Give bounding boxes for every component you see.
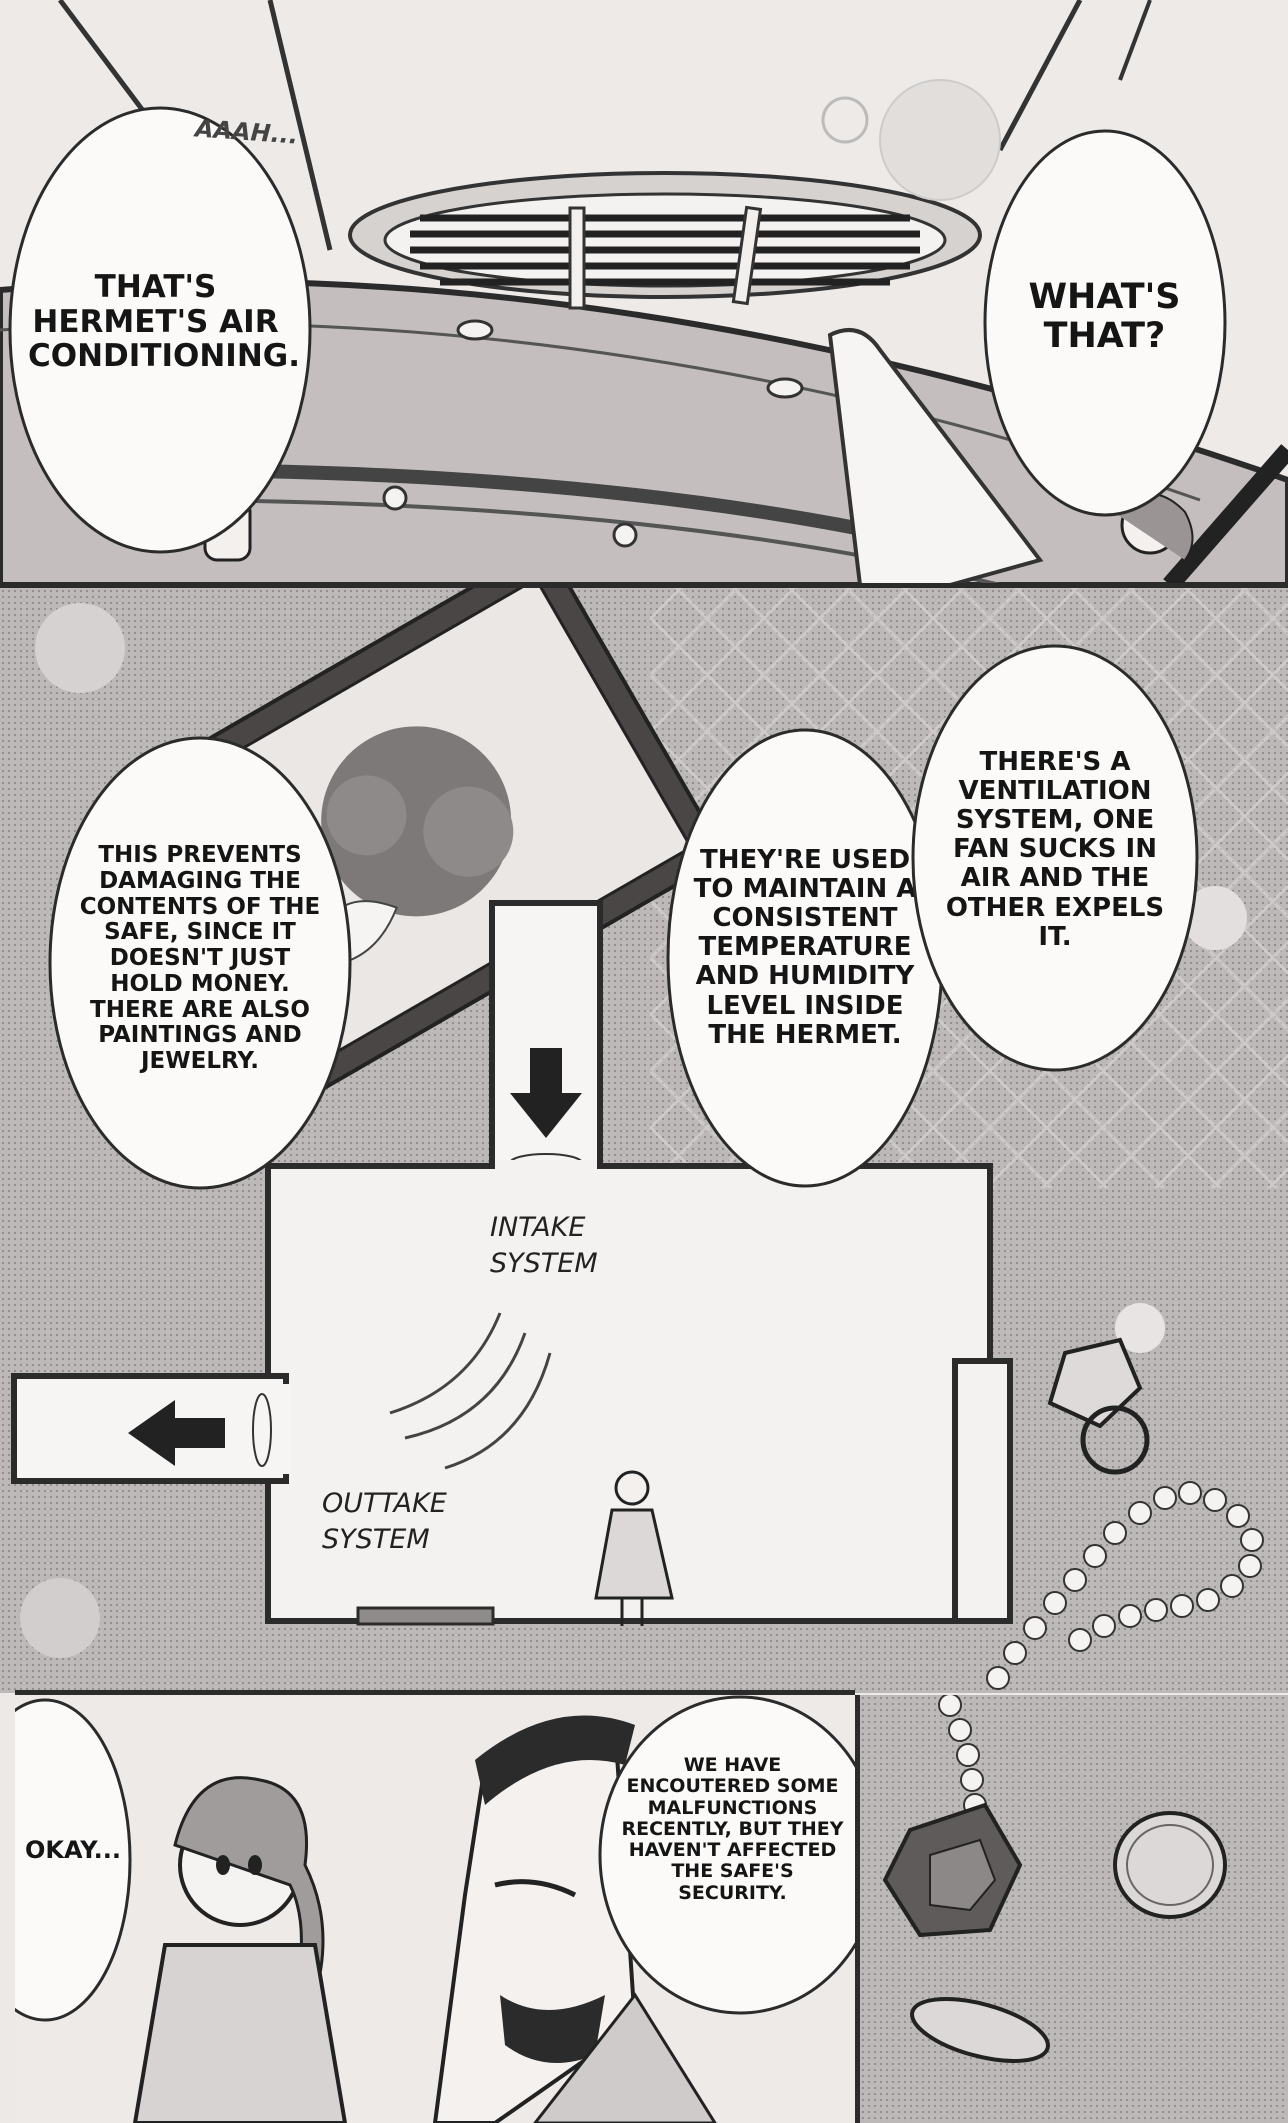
speech-bubble-shape <box>598 1695 855 2015</box>
panel-divider <box>0 583 1288 588</box>
ring-icon <box>1047 1337 1150 1475</box>
speech-bubble-shape <box>911 644 1199 1072</box>
ventilation-diagram <box>11 900 1264 1690</box>
speech-bubble-left-text: THAT'S HERMET'S AIR CONDITIONING. <box>28 269 300 375</box>
speech-bubble-center-text: THEY'RE USED TO MAINTAIN A CONSISTENT TE… <box>693 845 917 1050</box>
coin-icon <box>1113 1811 1227 1919</box>
speech-bubble-left-text: OKAY... <box>25 1836 122 1864</box>
speech-bubble-shape <box>8 106 312 554</box>
arrow-left-icon <box>128 1400 225 1466</box>
panel-bottom: OKAY... WE HAVE ENCOUTERED SOME MALFUNCT… <box>15 1695 860 2123</box>
speech-bubble-right-text: WE HAVE ENCOUTERED SOME MALFUNCTIONS REC… <box>621 1754 844 1904</box>
speech-bubble-left-text: THIS PREVENTS DAMAGING THE CONTENTS OF T… <box>79 842 321 1074</box>
characters-art <box>132 1715 717 2123</box>
outtake-system-label: OUTTAKE SYSTEM <box>322 1488 447 1556</box>
arrow-down-icon <box>510 1048 582 1138</box>
panel-jewelry-strip <box>860 1695 1288 2123</box>
gem-icon <box>882 1802 1023 1938</box>
speech-bubble-shape <box>48 736 352 1190</box>
ceiling-vent-art <box>0 0 1288 585</box>
speech-bubble-shape <box>983 129 1227 517</box>
panel-middle: THIS PREVENTS DAMAGING THE CONTENTS OF T… <box>0 588 1288 1693</box>
speech-bubble-shape <box>15 1698 132 2022</box>
coin-icon <box>910 1997 1050 2063</box>
panel-divider <box>15 1690 855 1695</box>
pearl-necklace-icon <box>938 1695 987 1817</box>
speech-bubble-right-text: WHAT'S THAT? <box>1028 277 1181 357</box>
speech-bubble-right-text: THERE'S A VENTILATION SYSTEM, ONE FAN SU… <box>945 747 1165 952</box>
pearl-necklace-icon <box>986 1481 1264 1690</box>
intake-system-label: INTAKE SYSTEM <box>490 1212 598 1280</box>
panel-top: AAAH... THAT'S HERMET'S AIR CONDITIONING… <box>0 0 1288 585</box>
